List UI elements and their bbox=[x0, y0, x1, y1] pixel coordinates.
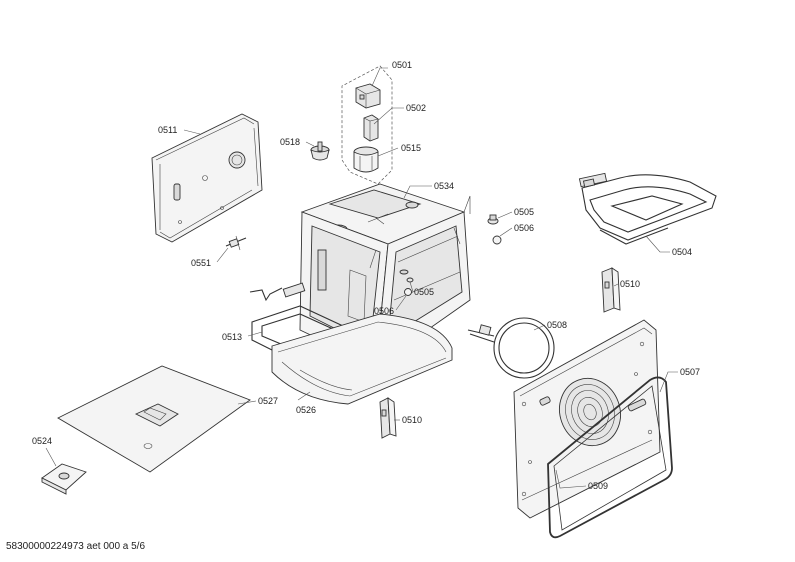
part-0509-gasket[interactable] bbox=[547, 376, 673, 539]
label-0511: 0511 bbox=[158, 125, 177, 135]
part-0505-clip-upper[interactable] bbox=[487, 214, 499, 225]
label-0508: 0508 bbox=[547, 320, 567, 330]
part-0504-grill-element[interactable] bbox=[578, 172, 717, 245]
label-0510-upper: 0510 bbox=[620, 279, 640, 289]
part-0551-sensor[interactable] bbox=[225, 235, 247, 251]
label-0526: 0526 bbox=[296, 405, 316, 415]
part-0518-knob[interactable] bbox=[310, 141, 330, 161]
label-0524: 0524 bbox=[32, 436, 52, 446]
part-0526-insulation[interactable] bbox=[271, 313, 453, 405]
label-0551: 0551 bbox=[191, 258, 211, 268]
label-0509: 0509 bbox=[588, 481, 608, 491]
label-0505-upper: 0505 bbox=[514, 207, 534, 217]
part-0510-bracket-upper[interactable] bbox=[601, 267, 621, 313]
label-0504: 0504 bbox=[672, 247, 692, 257]
label-0534: 0534 bbox=[434, 181, 454, 191]
label-0510-lower: 0510 bbox=[402, 415, 422, 425]
label-0507: 0507 bbox=[680, 367, 700, 377]
label-0506-lower: 0506 bbox=[374, 306, 394, 316]
label-0501: 0501 bbox=[392, 60, 412, 70]
label-0505-lower: 0505 bbox=[414, 287, 434, 297]
part-0506-ring-upper[interactable] bbox=[492, 235, 502, 245]
part-0505-clip-lower[interactable] bbox=[406, 277, 414, 283]
part-0501-group[interactable] bbox=[341, 65, 393, 185]
label-0502: 0502 bbox=[406, 103, 426, 113]
part-0527-bottom-mat[interactable] bbox=[57, 365, 251, 473]
part-0507-fan-cover[interactable] bbox=[513, 319, 661, 519]
part-0524-pad[interactable] bbox=[41, 463, 87, 495]
label-0513: 0513 bbox=[222, 332, 242, 342]
leader-lines bbox=[45, 67, 678, 489]
part-0510-bracket-lower[interactable] bbox=[379, 397, 397, 439]
label-0518: 0518 bbox=[280, 137, 300, 147]
label-0515: 0515 bbox=[401, 143, 421, 153]
part-0508-ring-element[interactable] bbox=[467, 317, 555, 379]
document-footer-id: 58300000224973 aet 000 a 5/6 bbox=[6, 541, 146, 552]
part-0506-ring-lower[interactable] bbox=[404, 288, 412, 296]
label-0527: 0527 bbox=[258, 396, 278, 406]
part-0511-back-panel[interactable] bbox=[151, 113, 263, 243]
label-0506-upper: 0506 bbox=[514, 223, 534, 233]
part-labels: 0501 0502 0515 0511 0518 0534 0505 0506 … bbox=[32, 60, 700, 491]
